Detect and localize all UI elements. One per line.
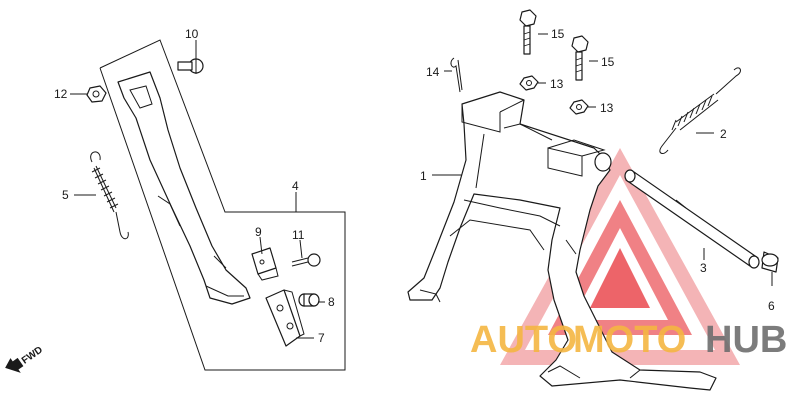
side-stand-group: [70, 39, 346, 371]
main-stand-spring: [659, 67, 741, 154]
callout-2: 2: [720, 127, 727, 141]
callout-9: 9: [255, 225, 262, 239]
fwd-indicator: FWD: [5, 345, 45, 373]
bolt-15-upper: [519, 9, 537, 55]
bolt-15-lower: [571, 35, 589, 81]
watermark-hub: HUB: [705, 319, 787, 361]
screw-11: [291, 253, 321, 267]
group-4-outline: [99, 39, 346, 371]
callout-12: 12: [54, 87, 68, 101]
callout-13a: 13: [550, 77, 564, 91]
nut-13-lower: [569, 99, 589, 115]
pivot-bolt: [177, 58, 204, 74]
collar-6: [761, 251, 779, 273]
fwd-arrow-icon: [5, 357, 24, 373]
switch-9: [251, 247, 279, 281]
main-stand-group: [407, 9, 779, 391]
callout-4: 4: [292, 179, 299, 193]
main-stand: [407, 91, 717, 391]
callout-8: 8: [328, 295, 335, 309]
callout-3: 3: [700, 261, 707, 275]
side-stand-spring: [90, 151, 129, 240]
callout-11: 11: [292, 228, 305, 242]
plate-7: [265, 289, 305, 347]
callout-1: 1: [420, 169, 427, 183]
side-stand-arm: [117, 71, 251, 305]
nut-12: [86, 85, 107, 103]
callout-10: 10: [185, 27, 199, 41]
callout-14: 14: [426, 65, 440, 79]
nut-13-upper: [519, 75, 539, 91]
callout-15a: 15: [551, 27, 565, 41]
callout-5: 5: [62, 188, 69, 202]
callout-labels: 1 2 3 4 5 6 7 8 9 10 11 12 13 13 14 15 1…: [54, 27, 775, 345]
pivot-shaft: [624, 169, 760, 269]
watermark-auto: AUTO: [470, 319, 577, 361]
watermark-moto: MOTO: [573, 319, 686, 361]
cotter-pin-14: [450, 57, 463, 93]
callout-15b: 15: [601, 55, 615, 69]
watermark-text: AUTO MOTO HUB: [470, 319, 787, 361]
callout-7: 7: [318, 331, 325, 345]
fwd-label: FWD: [20, 345, 45, 367]
callout-13b: 13: [600, 101, 614, 115]
collar-8: [298, 293, 320, 307]
callout-6: 6: [768, 299, 775, 313]
